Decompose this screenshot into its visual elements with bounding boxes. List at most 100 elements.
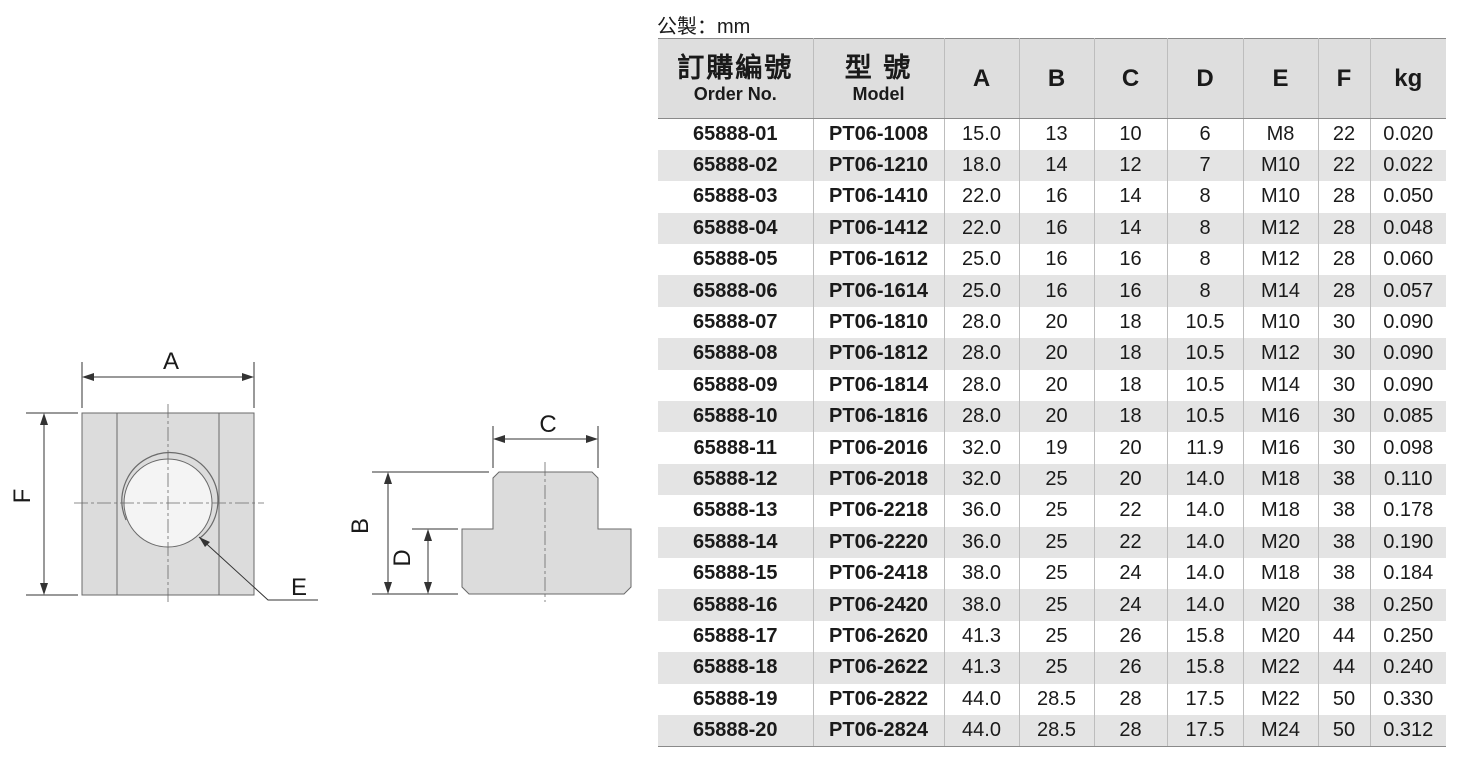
cell-f: 44: [1318, 620, 1371, 653]
cell-e: M20: [1243, 526, 1319, 558]
cell-b: 25: [1019, 463, 1095, 496]
cell-e: M20: [1243, 589, 1319, 621]
cell-model: PT06-2018: [813, 463, 945, 496]
cell-e: M12: [1243, 212, 1319, 245]
cell-f: 28: [1318, 181, 1371, 213]
cell-e: M22: [1243, 683, 1319, 715]
cell-kg: 0.184: [1383, 562, 1434, 585]
cell-b: 20: [1019, 338, 1095, 370]
dim-label-c: C: [539, 411, 556, 438]
dim-label-e: E: [291, 574, 307, 601]
unit-note: 公製：mm: [657, 16, 751, 38]
cell-c: 22: [1094, 495, 1168, 527]
cell-d: 17.5: [1167, 714, 1244, 747]
dim-label-d: D: [389, 549, 416, 566]
cell-e: M10: [1243, 149, 1319, 182]
cell-a: 28.0: [944, 306, 1020, 339]
header-model: 型 號 Model: [813, 38, 945, 119]
cell-order-no: 65888-18: [658, 652, 814, 684]
cell-f: 38: [1318, 589, 1371, 621]
header-kg: kg: [1370, 38, 1446, 119]
dim-label-b: B: [347, 518, 374, 534]
cell-f: 28: [1318, 244, 1371, 276]
cell-kg: 0.022: [1383, 154, 1434, 177]
cell-a: 44.0: [944, 683, 1020, 715]
cell-order-no: 65888-08: [658, 338, 814, 370]
header-b: B: [1019, 38, 1095, 119]
cell-model: PT06-2622: [813, 652, 945, 684]
cell-kg: 0.098: [1383, 436, 1434, 459]
cell-order-no: 65888-02: [658, 149, 814, 182]
cell-d: 8: [1167, 212, 1244, 245]
cell-kg: 0.190: [1383, 530, 1434, 553]
cell-model: PT06-2016: [813, 432, 945, 464]
cell-c: 28: [1094, 714, 1168, 747]
cell-kg: 0.178: [1383, 499, 1434, 522]
cell-d: 17.5: [1167, 683, 1244, 715]
cell-c: 14: [1094, 212, 1168, 245]
cell-order-no: 65888-05: [658, 244, 814, 276]
cell-a: 25.0: [944, 244, 1020, 276]
cell-order-no: 65888-13: [658, 495, 814, 527]
cell-model: PT06-2218: [813, 495, 945, 527]
cell-order-no: 65888-07: [658, 306, 814, 339]
cell-c: 10: [1094, 118, 1168, 150]
cell-f: 30: [1318, 432, 1371, 464]
cell-f: 30: [1318, 338, 1371, 370]
cell-a: 28.0: [944, 369, 1020, 402]
cell-kg: 0.085: [1383, 405, 1434, 428]
cell-a: 28.0: [944, 401, 1020, 433]
cell-model: PT06-1410: [813, 181, 945, 213]
cell-c: 24: [1094, 557, 1168, 590]
cell-order-no: 65888-15: [658, 557, 814, 590]
cell-a: 38.0: [944, 589, 1020, 621]
header-a: A: [944, 38, 1020, 119]
cell-kg: 0.330: [1383, 687, 1434, 710]
cell-c: 14: [1094, 181, 1168, 213]
cell-kg: 0.057: [1383, 279, 1434, 302]
cell-d: 8: [1167, 181, 1244, 213]
cell-d: 14.0: [1167, 557, 1244, 590]
cell-b: 25: [1019, 557, 1095, 590]
cell-order-no: 65888-06: [658, 275, 814, 307]
cell-d: 10.5: [1167, 306, 1244, 339]
cell-a: 22.0: [944, 212, 1020, 245]
side-view-drawing: C B D: [347, 411, 632, 602]
cell-a: 28.0: [944, 338, 1020, 370]
cell-b: 16: [1019, 181, 1095, 213]
cell-a: 25.0: [944, 275, 1020, 307]
cell-b: 25: [1019, 652, 1095, 684]
cell-f: 50: [1318, 683, 1371, 715]
cell-f: 30: [1318, 401, 1371, 433]
header-e: E: [1243, 38, 1319, 119]
cell-e: M10: [1243, 306, 1319, 339]
cell-c: 28: [1094, 683, 1168, 715]
cell-order-no: 65888-10: [658, 401, 814, 433]
cell-model: PT06-1814: [813, 369, 945, 402]
cell-d: 6: [1167, 118, 1244, 150]
cell-c: 26: [1094, 620, 1168, 653]
cell-d: 10.5: [1167, 369, 1244, 402]
front-view-drawing: A F E: [9, 348, 318, 604]
cell-b: 16: [1019, 275, 1095, 307]
cell-kg: 0.060: [1383, 248, 1434, 271]
dim-label-a: A: [163, 348, 179, 375]
cell-c: 26: [1094, 652, 1168, 684]
cell-d: 8: [1167, 275, 1244, 307]
cell-order-no: 65888-17: [658, 620, 814, 653]
cell-model: PT06-2620: [813, 620, 945, 653]
cell-a: 44.0: [944, 714, 1020, 747]
cell-c: 20: [1094, 432, 1168, 464]
cell-kg: 0.050: [1383, 185, 1434, 208]
cell-a: 18.0: [944, 149, 1020, 182]
cell-d: 11.9: [1167, 432, 1244, 464]
cell-d: 7: [1167, 149, 1244, 182]
cell-e: M16: [1243, 432, 1319, 464]
